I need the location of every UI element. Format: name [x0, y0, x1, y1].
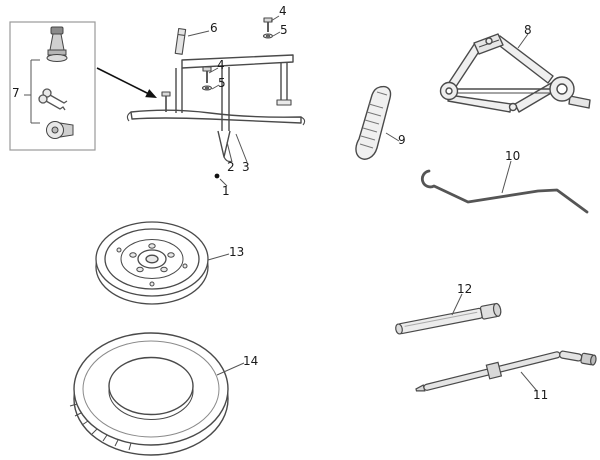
callout-4a: 4: [279, 4, 287, 18]
pointer-arrow: [96, 67, 157, 98]
callout-2: 2: [227, 160, 235, 174]
callout-7-bracket-lines: [24, 59, 40, 124]
lock-kit-inset-box: [9, 21, 96, 151]
callout-8: 8: [524, 23, 532, 37]
callout-5b: 5: [218, 76, 226, 90]
tread-marks: [69, 403, 132, 451]
handle-grip-drawing: [355, 85, 392, 160]
callout-6: 6: [210, 21, 218, 35]
callout-1: 1: [222, 184, 230, 198]
carrier-bracket-drawing: [126, 17, 306, 179]
callout-10: 10: [505, 149, 521, 163]
hook-rod-drawing: [420, 169, 589, 214]
callout-3: 3: [242, 160, 250, 174]
callout-13: 13: [229, 245, 245, 259]
keys-drawing: [38, 88, 68, 111]
reference-dot: [214, 173, 220, 179]
callout-14: 14: [243, 354, 259, 368]
bolt-c-drawing: [161, 91, 171, 112]
callout-5a: 5: [280, 23, 288, 37]
pin-drawing: [174, 28, 187, 55]
callout-11: 11: [533, 388, 549, 402]
leader-lines: [187, 15, 538, 392]
wheel-wrench-drawing: [415, 350, 597, 392]
valve-stem-drawing: [46, 26, 68, 62]
callout-9: 9: [398, 133, 406, 147]
bolt-a-drawing: [262, 17, 274, 39]
callout-7: 7: [12, 86, 20, 100]
scissor-jack-drawing: [439, 33, 591, 113]
wheel-rim-drawing: [95, 221, 209, 305]
callout-12: 12: [457, 282, 473, 296]
extension-tube-drawing: [395, 302, 502, 335]
wheel-lock-drawing: [46, 121, 74, 139]
tire-drawing: [69, 332, 229, 456]
callout-4b: 4: [217, 58, 225, 72]
bolt-b-drawing: [201, 66, 213, 91]
